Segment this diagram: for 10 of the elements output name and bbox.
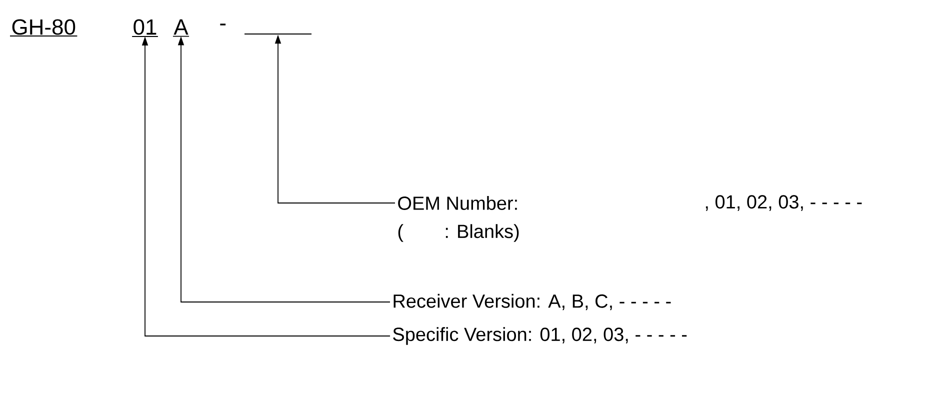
separator-text: - — [220, 24, 226, 26]
description-text: OEM Number: — [398, 196, 517, 210]
description-text: ( — [398, 224, 404, 242]
description-text: Specific Version: 01, 02, 03, - - - - - — [393, 327, 687, 345]
description-text: : Blanks) — [446, 224, 519, 242]
code-part: 01 — [132, 19, 158, 37]
description-text: Receiver Version: A, B, C, - - - - - — [394, 294, 671, 310]
code-part: A — [172, 19, 190, 37]
model-code: GH-80 — [10, 19, 78, 36]
description-text: , 01, 02, 03, - - - - - — [706, 195, 862, 211]
